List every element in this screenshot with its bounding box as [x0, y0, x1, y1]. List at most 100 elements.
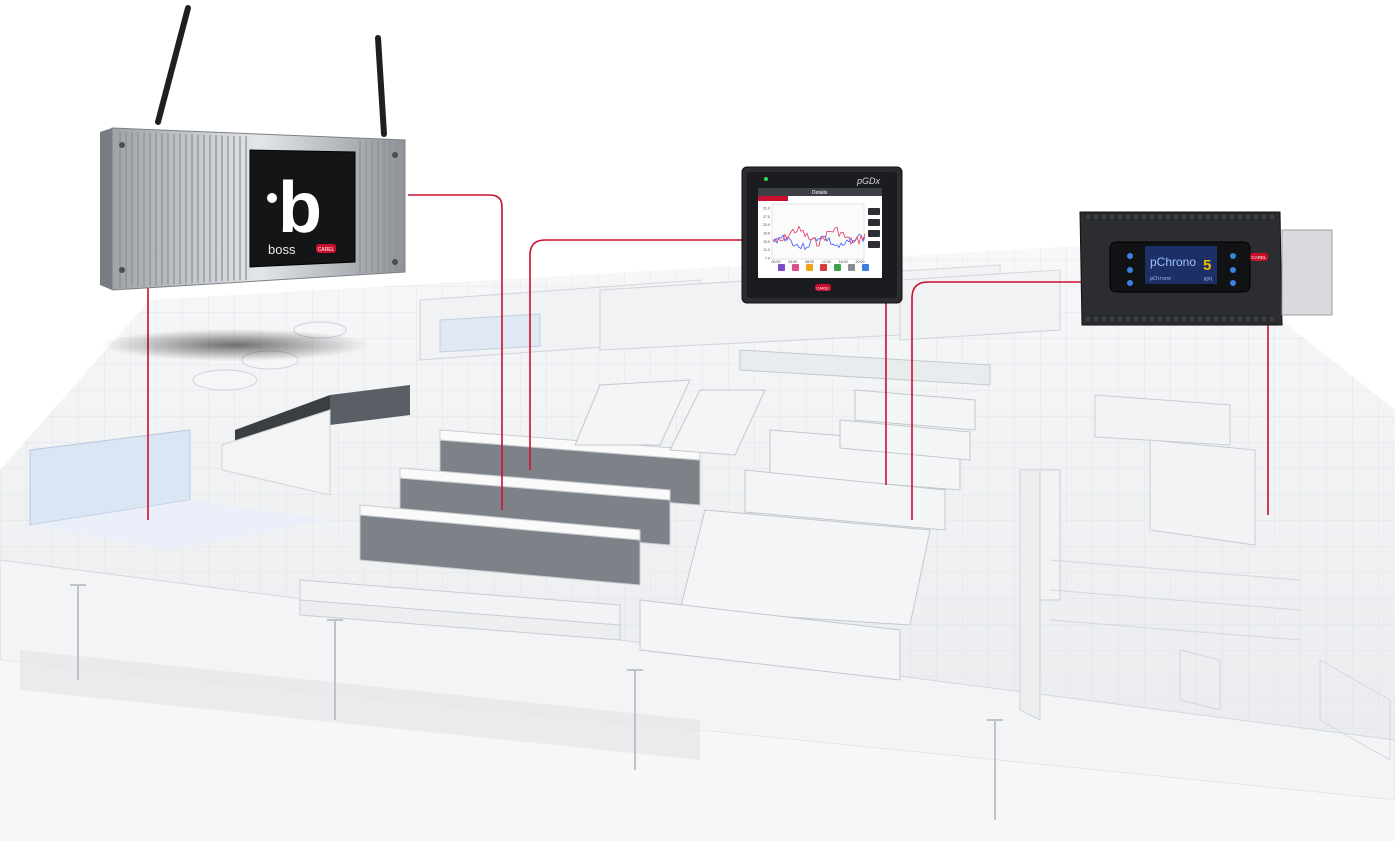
pchrono-terminal	[1140, 315, 1148, 323]
boss-screws	[119, 142, 398, 273]
pgdx-side-buttons	[868, 208, 880, 248]
boss-logo-dot	[267, 193, 277, 203]
connector-boss-shelf	[408, 194, 503, 510]
pgdx-y-tick: 23.0	[763, 223, 770, 227]
pgdx-alarm-bar	[758, 196, 788, 201]
pgdx-icon-dock	[778, 264, 869, 271]
down-key-icon	[1230, 280, 1236, 286]
pchrono-terminal	[1164, 315, 1172, 323]
connector-lines	[147, 194, 1269, 520]
pchrono-terminal	[1236, 315, 1244, 323]
prg-key-icon	[1127, 267, 1133, 273]
back-room-window	[439, 313, 541, 353]
pchrono-terminal	[1196, 315, 1204, 323]
pchrono-terminal	[1188, 213, 1196, 221]
pchrono-terminal	[1204, 315, 1212, 323]
pchrono-terminal	[1196, 213, 1204, 221]
esc-key-icon	[1127, 280, 1133, 286]
pchrono-terminal	[1236, 213, 1244, 221]
pgdx-x-tick: 20:00	[856, 260, 865, 264]
boss-shadow	[100, 329, 370, 361]
right-wall	[1019, 469, 1041, 721]
pchrono-terminal	[1220, 213, 1228, 221]
back-store-rooms	[1039, 394, 1256, 601]
pchrono-terminal	[1228, 213, 1236, 221]
pgdx-screen-header: Details	[812, 190, 828, 196]
pchrono-terminals	[1084, 213, 1276, 323]
boss-front-plate	[249, 149, 356, 268]
pchrono-terminal	[1180, 315, 1188, 323]
pchrono-terminal	[1084, 213, 1092, 221]
pchrono-terminal	[1084, 315, 1092, 323]
pgdx-header-bar	[758, 188, 882, 196]
shelving-rows	[299, 429, 701, 641]
pchrono-terminal	[1148, 315, 1156, 323]
pchrono-lcd-title: pChrono	[1150, 255, 1196, 269]
pchrono-terminal	[1204, 213, 1212, 221]
pchrono-lcd-version: 5	[1203, 257, 1211, 274]
pchrono-terminal	[1212, 213, 1220, 221]
front-wall	[0, 559, 1395, 801]
boss-supervisor: b boss CAREL	[100, 5, 406, 361]
boss-side	[100, 128, 112, 290]
pchrono-terminal	[1228, 315, 1236, 323]
pgdx-x-ticks: 00:00 04:00 08:00 12:00 16:00 20:00	[772, 260, 865, 264]
pgdx-x-tick: 08:00	[805, 260, 814, 264]
pchrono-terminal	[1092, 213, 1100, 221]
up-key-icon	[1230, 253, 1236, 259]
boss-brand-label: boss	[268, 242, 296, 257]
pchrono-keypad	[1127, 253, 1236, 286]
back-store-racks	[1049, 559, 1391, 761]
pgdx-x-tick: 04:00	[788, 260, 797, 264]
street-lamps	[70, 584, 1003, 820]
pgdx-x-tick: 16:00	[839, 260, 848, 264]
pchrono-terminal	[1212, 315, 1220, 323]
pchrono-terminal	[1116, 315, 1124, 323]
pchrono-terminal	[1156, 315, 1164, 323]
pchrono-controller: pChrono 5 pChrono KPI CAREL	[1079, 211, 1333, 326]
pchrono-terminal	[1124, 315, 1132, 323]
pchrono-terminal	[1180, 213, 1188, 221]
pgdx-led	[764, 177, 768, 181]
pgdx-y-tick: 11.0	[763, 248, 770, 252]
pchrono-maker-badge: CAREL	[1251, 255, 1267, 260]
pchrono-terminal	[1268, 213, 1276, 221]
pgdx-x-tick: 00:00	[772, 260, 781, 264]
pchrono-terminal	[1220, 315, 1228, 323]
chilled-counter	[739, 349, 991, 386]
pchrono-terminal	[1108, 315, 1116, 323]
boss-maker-badge-bg	[316, 244, 336, 253]
pgdx-y-tick: 31.0	[763, 207, 770, 211]
pchrono-lcd	[1145, 246, 1217, 284]
pchrono-terminal	[1132, 315, 1140, 323]
antenna-right-icon	[375, 35, 387, 137]
pchrono-terminal	[1172, 213, 1180, 221]
pchrono-terminal	[1260, 213, 1268, 221]
pgdx-x-tick: 12:00	[822, 260, 831, 264]
connector-pgdx-shelf	[529, 239, 742, 470]
entrance-floor-tint	[30, 500, 330, 550]
pgdx-brand-label: pGDx	[856, 176, 881, 186]
pchrono-maker-badge-bg	[1250, 253, 1268, 261]
pchrono-terminal	[1244, 213, 1252, 221]
pgdx-y-tick: 27.0	[763, 215, 770, 219]
alarm-bell-icon	[1127, 253, 1133, 259]
freezer-racks	[221, 385, 410, 496]
pchrono-lcd-sub: KPI	[1204, 277, 1212, 283]
pchrono-side-module	[1281, 229, 1333, 316]
pgdx-series-b	[772, 225, 866, 247]
antenna-left-icon	[155, 5, 191, 125]
enter-key-icon	[1230, 267, 1236, 273]
pgdx-y-tick: 15.0	[763, 240, 770, 244]
pgdx-y-ticks: 31.027.023.019.015.011.07.0	[763, 207, 770, 261]
pchrono-terminal	[1124, 213, 1132, 221]
front-wall-plinth	[20, 650, 700, 760]
pchrono-terminal	[1100, 315, 1108, 323]
pgdx-y-tick: 19.0	[763, 232, 770, 236]
pchrono-terminal	[1108, 213, 1116, 221]
boss-logo-glyph: b	[278, 168, 322, 248]
pchrono-lcd-line: pChrono	[1150, 276, 1171, 282]
pgdx-chart-area	[771, 203, 865, 260]
